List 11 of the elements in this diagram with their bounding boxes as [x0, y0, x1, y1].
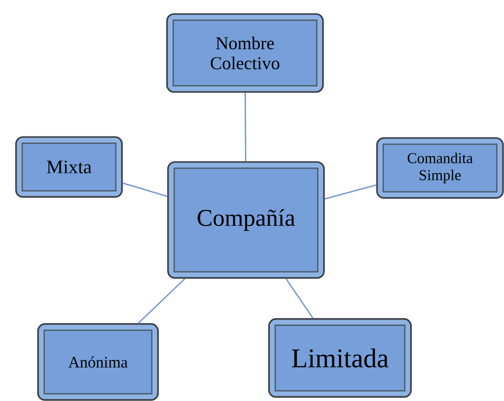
- process-box: Limitada: [268, 318, 412, 398]
- connector-line: [244, 92, 246, 162]
- connector-line: [286, 278, 314, 319]
- connector-line: [122, 182, 168, 198]
- connector-line: [324, 184, 376, 200]
- process-box: Comandita Simple: [376, 137, 504, 199]
- process-box: Compañía: [167, 161, 325, 279]
- process-box: Nombre Colectivo: [166, 13, 324, 93]
- connector-line: [138, 278, 186, 324]
- process-box: Anónima: [37, 323, 159, 401]
- process-box: Mixta: [15, 136, 123, 198]
